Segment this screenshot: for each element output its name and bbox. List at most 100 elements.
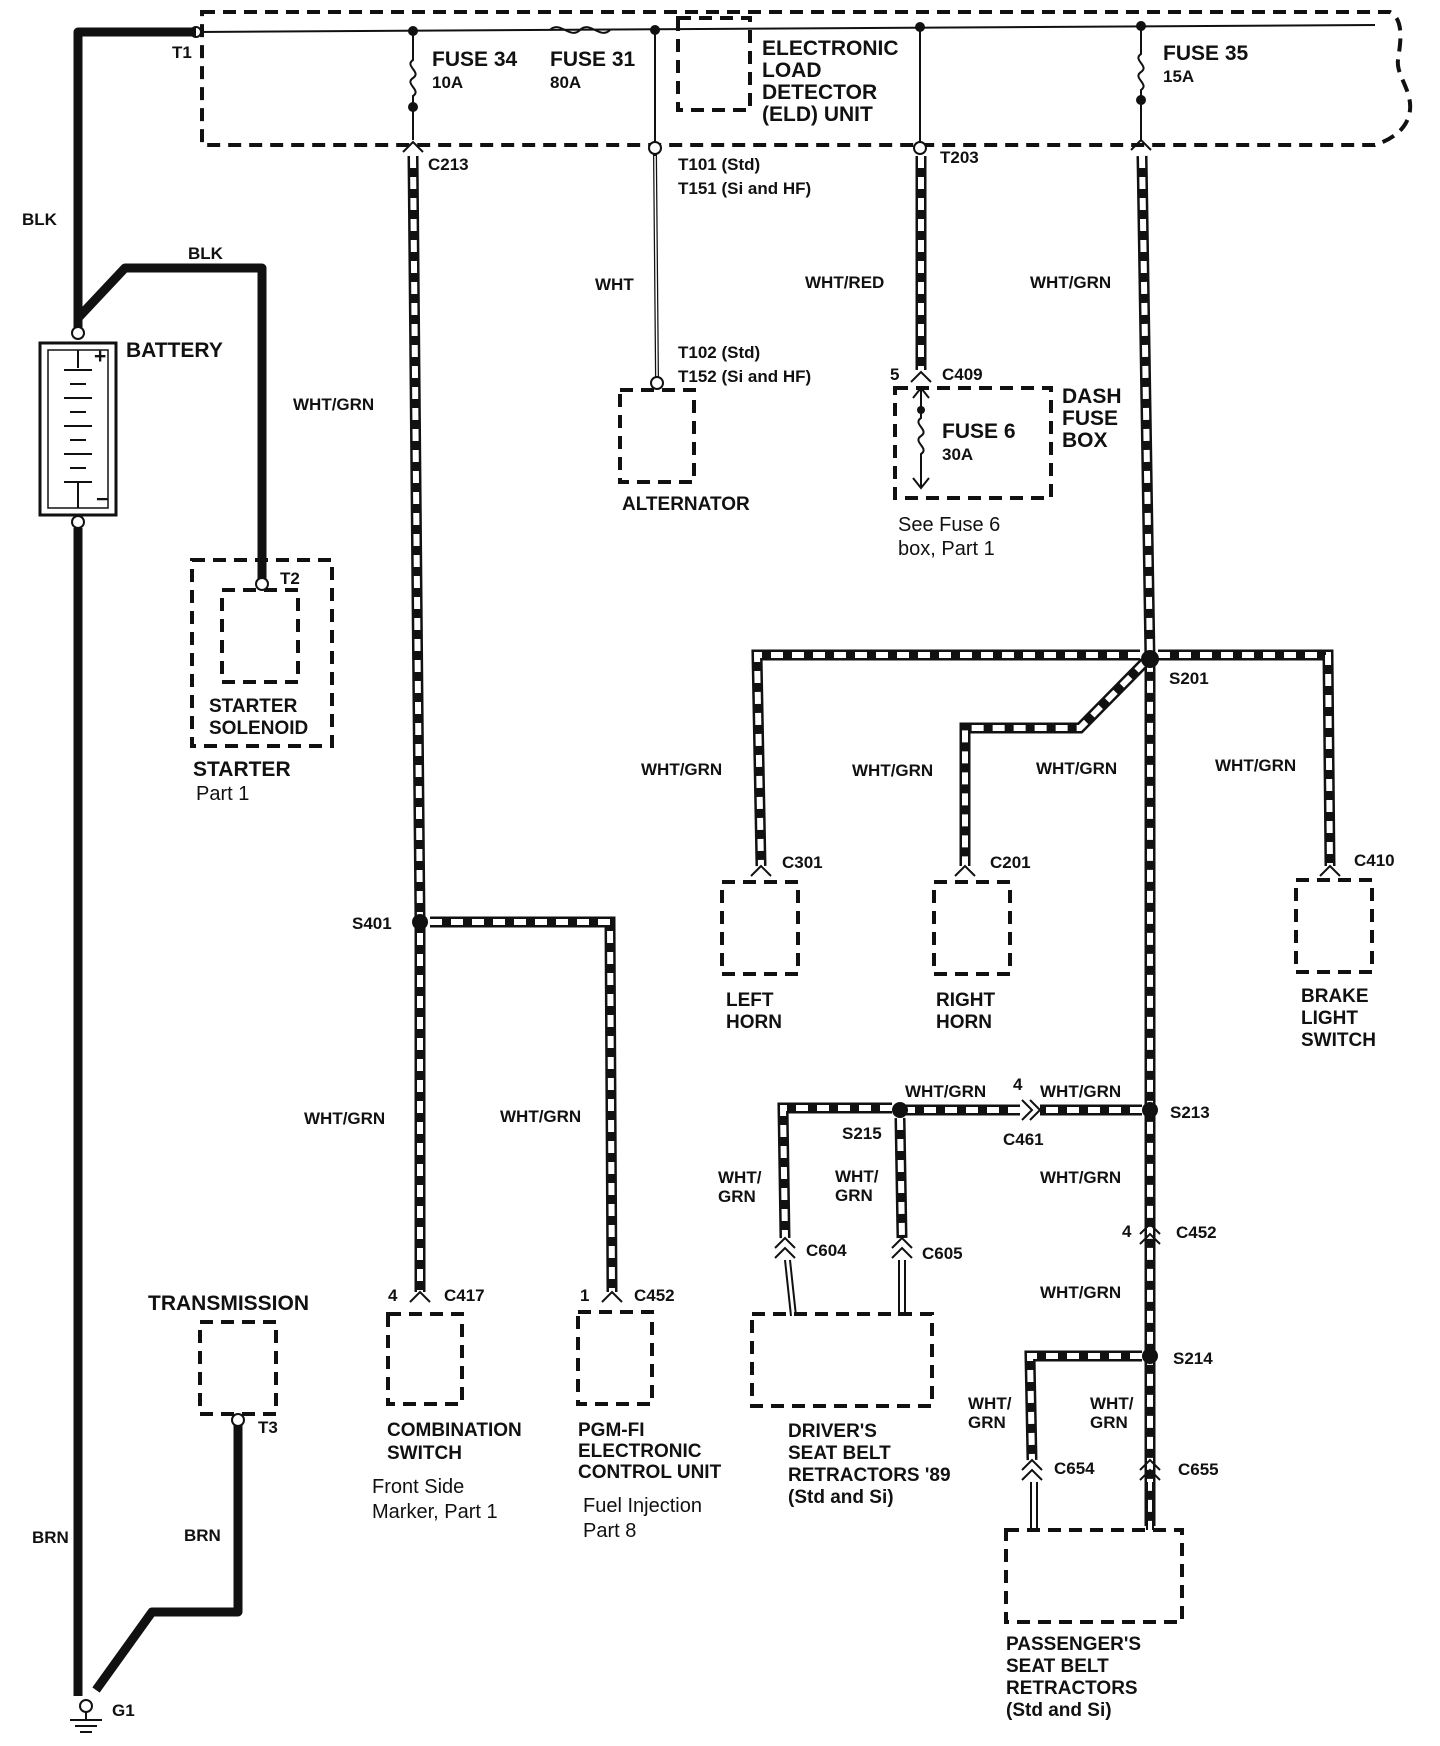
s215-left-wire-inner xyxy=(779,1105,892,1239)
s213-wire-down2-label: WHT/GRN xyxy=(1040,1283,1121,1302)
brake-line1: BRAKE xyxy=(1301,986,1369,1007)
combo-line1: COMBINATION xyxy=(387,1420,522,1441)
s201-wire-rh-label: WHT/GRN xyxy=(852,761,933,780)
s401-right-wire-label: WHT/GRN xyxy=(500,1107,581,1126)
s215-right-label1: WHT/ xyxy=(835,1167,879,1186)
dash-fuse-box-line1: DASH xyxy=(1062,385,1122,408)
c417-label: C417 xyxy=(444,1286,485,1305)
s214-left-label1: WHT/ xyxy=(968,1394,1012,1413)
t1-label: T1 xyxy=(172,43,192,62)
s401-label: S401 xyxy=(352,914,392,933)
brn-transmission-wire xyxy=(92,1420,243,1693)
c605-connector xyxy=(891,1236,913,1259)
pgm-line3: CONTROL UNIT xyxy=(578,1462,722,1483)
passenger-line2: SEAT BELT xyxy=(1006,1656,1109,1677)
battery-negative-terminal xyxy=(71,515,85,529)
c409-label: C409 xyxy=(942,365,983,384)
s401-splice xyxy=(412,914,428,930)
fuse6-rating: 30A xyxy=(942,445,973,464)
fuse6-label: FUSE 6 xyxy=(942,420,1016,443)
s215-right-label2: GRN xyxy=(835,1186,873,1205)
t101-label: T101 (Std) xyxy=(678,155,760,174)
pgm-ref1: Fuel Injection xyxy=(583,1495,702,1517)
fuse6-bottom-arrow xyxy=(912,477,930,490)
starter-t2-terminal xyxy=(255,577,269,591)
right-horn-line2: HORN xyxy=(936,1012,992,1033)
c301-connector xyxy=(750,864,772,877)
c605-label: C605 xyxy=(922,1244,963,1263)
driver-line2: SEAT BELT xyxy=(788,1443,891,1464)
c461-connector xyxy=(1021,1099,1042,1121)
right-horn-box xyxy=(932,880,1012,976)
transmission-box xyxy=(198,1320,278,1416)
eld-line4: (ELD) UNIT xyxy=(762,103,873,126)
s215-right-wire xyxy=(894,1117,908,1239)
fuse31-symbol xyxy=(549,26,611,34)
underhood-fuse-box xyxy=(200,10,1413,147)
fuse34-symbol xyxy=(409,31,417,140)
dash-fuse-box-line2: FUSE xyxy=(1062,407,1118,430)
blk-starter-wire xyxy=(73,263,267,582)
fuse34-lower-node xyxy=(408,102,418,112)
c654-connector xyxy=(1021,1458,1043,1481)
t203-label: T203 xyxy=(940,148,979,167)
eld-unit-box xyxy=(676,16,752,112)
fuse34-label: FUSE 34 xyxy=(432,48,518,71)
s401-branch-wire-inner xyxy=(430,919,615,1293)
fuse31-rating: 80A xyxy=(550,73,581,92)
dash-fuse-box xyxy=(893,386,1053,500)
dash-fuse-box-line3: BOX xyxy=(1062,429,1108,452)
driver-line1: DRIVER'S xyxy=(788,1421,877,1442)
fuse35-connector xyxy=(1130,138,1152,151)
eld-line2: LOAD xyxy=(762,59,822,82)
combo-ref2: Marker, Part 1 xyxy=(372,1501,498,1523)
c604-label: C604 xyxy=(806,1241,847,1260)
left-horn-box xyxy=(720,880,800,976)
brn-trans-label: BRN xyxy=(184,1526,221,1545)
dash-fuse-note1: See Fuse 6 xyxy=(898,514,1000,536)
s201-wire-trunk-label: WHT/GRN xyxy=(1036,759,1117,778)
c417-pin: 4 xyxy=(388,1286,398,1305)
c655-label: C655 xyxy=(1178,1460,1219,1479)
s215-left-label1: WHT/ xyxy=(718,1168,762,1187)
s201-label: S201 xyxy=(1169,669,1209,688)
brake-switch-box xyxy=(1294,878,1374,974)
fuse35-label: FUSE 35 xyxy=(1163,42,1249,65)
left-horn-line1: LEFT xyxy=(726,990,774,1011)
starter-outer-box xyxy=(190,558,334,748)
c213-connector xyxy=(402,140,424,153)
wht-red-label: WHT/RED xyxy=(805,273,884,292)
s213-wire-a-label: WHT/GRN xyxy=(905,1082,986,1101)
wht-grn-c213-label: WHT/GRN xyxy=(293,395,374,414)
t151-label: T151 (Si and HF) xyxy=(678,179,811,198)
s215-left-label2: GRN xyxy=(718,1187,756,1206)
s201-brake-wire-inner xyxy=(1158,652,1333,867)
battery-positive-terminal xyxy=(71,326,85,340)
s201-left-wire-inner xyxy=(753,652,1140,867)
ground-g1-symbol xyxy=(70,1699,102,1733)
top-bus-wire xyxy=(195,24,1376,33)
t102-terminal xyxy=(650,376,664,390)
s201-right-horn-wire-inner xyxy=(962,659,1148,866)
pgm-line2: ELECTRONIC xyxy=(578,1441,702,1462)
s201-wire-left-label: WHT/GRN xyxy=(641,760,722,779)
c201-connector xyxy=(954,864,976,877)
driver-line3: RETRACTORS '89 xyxy=(788,1465,951,1486)
battery-label: BATTERY xyxy=(126,339,223,362)
c410-connector xyxy=(1319,864,1341,877)
fuse35-symbol xyxy=(1137,26,1145,140)
fuse35-rating: 15A xyxy=(1163,67,1194,86)
s213-label: S213 xyxy=(1170,1103,1210,1122)
fuse6-node xyxy=(917,406,925,414)
c409-connector xyxy=(910,370,932,383)
driver-seat-belt-box xyxy=(750,1312,934,1408)
battery-minus: − xyxy=(96,488,108,511)
combo-ref1: Front Side xyxy=(372,1476,464,1498)
s214-left-wire-inner xyxy=(1026,1353,1142,1461)
wht-label: WHT xyxy=(595,275,634,294)
eld-line1: ELECTRONIC xyxy=(762,37,899,60)
brake-line3: SWITCH xyxy=(1301,1030,1376,1051)
alternator-box xyxy=(618,388,696,484)
t203-terminal xyxy=(913,141,927,155)
